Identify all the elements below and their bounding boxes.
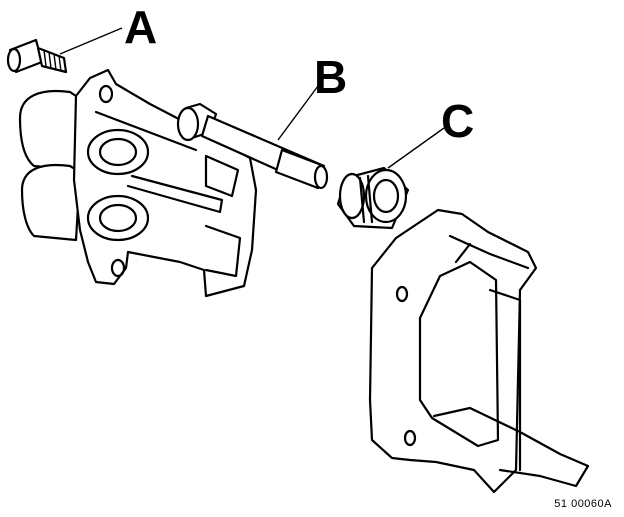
guide-pin-part-b — [176, 102, 329, 190]
leader-line-c — [387, 127, 445, 169]
leader-line-b — [277, 85, 319, 141]
callout-label-b: B — [314, 51, 348, 103]
callout-label-a: A — [124, 1, 158, 53]
callout-label-c: C — [441, 95, 475, 147]
figure-reference-number: 51 00060A — [554, 498, 612, 510]
leader-line-a — [59, 27, 123, 55]
bolt-part-a — [6, 38, 68, 74]
caliper-housing — [18, 68, 258, 298]
caliper-bracket — [368, 208, 590, 494]
bushing-part-c — [336, 166, 410, 230]
